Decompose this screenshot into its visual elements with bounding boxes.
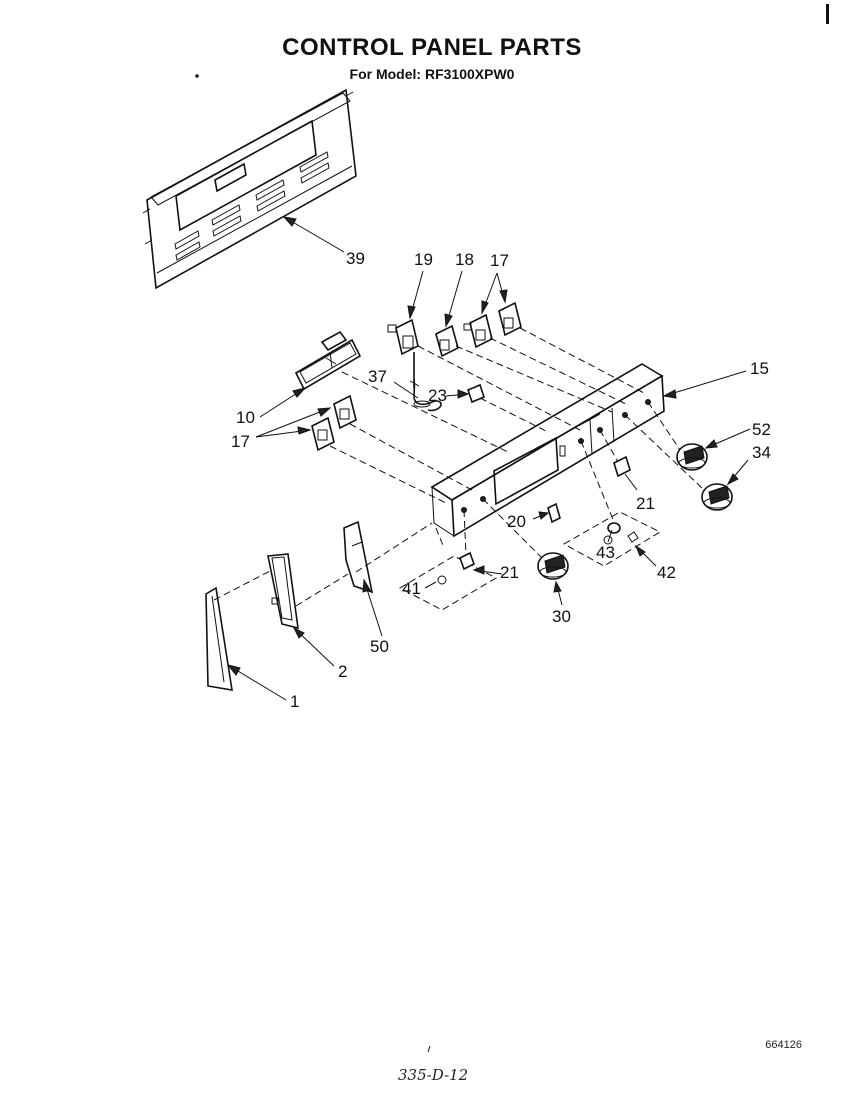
callout-20: 20: [507, 512, 526, 531]
callout-30: 30: [552, 607, 571, 626]
switch-17-left-lower: [311, 416, 335, 452]
switch-19: [387, 318, 420, 388]
end-cap-2: [267, 553, 299, 630]
callout-43: 43: [596, 543, 615, 562]
end-trim-1: [205, 586, 233, 691]
console-panel-39: [142, 88, 357, 290]
switch-18: [435, 324, 459, 358]
knob-34: [701, 483, 733, 511]
control-panel-15: [430, 363, 665, 538]
leader-15: [663, 370, 747, 397]
lens-10: [294, 330, 362, 391]
callout-52: 52: [752, 420, 771, 439]
callout-41: 41: [402, 579, 421, 598]
kit-42: [562, 511, 662, 567]
switch-17-top-right: [498, 301, 522, 337]
kit-41: [398, 551, 498, 611]
callout-50: 50: [370, 637, 389, 656]
page-reference: 335-D-12: [398, 1066, 469, 1084]
callout-17-top: 17: [490, 251, 509, 270]
callout-42: 42: [657, 563, 676, 582]
callout-37: 37: [368, 367, 387, 386]
callout-1: 1: [290, 692, 300, 711]
callout-19: 19: [414, 250, 433, 269]
callout-39: 39: [346, 249, 365, 268]
callout-15: 15: [750, 359, 769, 378]
knob-30: [537, 552, 569, 580]
switch-17-left-upper: [333, 394, 357, 430]
callout-17-left: 17: [231, 432, 250, 451]
switch-17-top-left: [463, 313, 493, 349]
callout-23: 23: [428, 386, 447, 405]
knob-52: [676, 443, 708, 471]
callout-10: 10: [236, 408, 255, 427]
callout-21-lower: 21: [500, 563, 519, 582]
callout-34: 34: [752, 443, 771, 462]
connector-23: [467, 383, 485, 404]
callout-21-right: 21: [636, 494, 655, 513]
callout-2: 2: [338, 662, 348, 681]
clip-20: [547, 502, 561, 524]
end-bracket-50: [343, 520, 374, 594]
callout-18: 18: [455, 250, 474, 269]
model-subtitle: For Model: RF3100XPW0: [349, 66, 515, 82]
drawing-code: 664126: [765, 1039, 802, 1051]
page-title: CONTROL PANEL PARTS: [282, 34, 582, 61]
scan-mark: [826, 4, 829, 24]
